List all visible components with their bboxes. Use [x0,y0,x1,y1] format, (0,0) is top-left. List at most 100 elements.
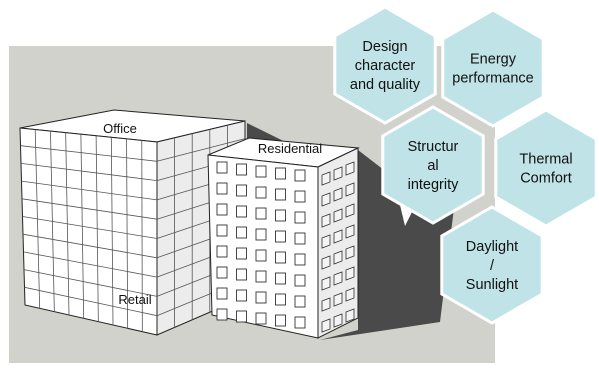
hexagon-label-line: Comfort [520,171,572,187]
residential-window-side [345,161,355,176]
residential-window-side [333,313,343,328]
residential-window [216,182,228,195]
hexagon-cluster: Design character and quality Energy performa… [333,5,598,325]
residential-window [216,224,228,237]
office-front-floor-line [23,251,158,278]
hexagon-label-line: Daylight [466,239,518,255]
residential-window [275,167,286,180]
residential-window [275,188,286,201]
office-grid [20,125,246,332]
office-front-floor-line [21,198,158,220]
residential-window [236,163,247,176]
hexagon-label-line: performance [452,71,533,87]
residential-window [216,287,228,300]
residential-window-side [321,234,331,249]
residential-window-side [333,187,343,202]
residential-window [236,268,247,281]
residential-window-side [321,318,331,333]
residential-window [275,293,286,306]
residential-window [236,247,247,260]
hexagon-shape [440,205,544,325]
residential-window-side [333,166,343,181]
hexagon-label-line: Design [362,39,407,55]
hexagon-label-line: / [490,258,495,274]
office-side-floor-line [156,138,246,162]
office-front-floor-line [24,286,158,317]
residential-window [294,295,306,308]
hexagon-label-line: Sunlight [466,277,518,293]
hexagon-label-line: character [355,58,416,74]
residential-window-side [321,171,331,186]
residential-window [236,226,247,239]
residential-window-side [345,308,355,323]
residential-window-side [345,224,355,239]
residential-window-side [333,250,343,265]
residential-window [275,272,286,285]
hexagon-label-line: Energy [470,52,517,68]
hexagon-daylight: Daylight / Sunlight [440,205,544,325]
office-front-floor-line [20,163,158,181]
residential-window [236,289,247,302]
residential-window-side [345,245,355,260]
office-front-floor-line [21,180,158,201]
residential-window-side [345,287,355,302]
residential-building: Residential [207,137,360,339]
residential-window [216,308,228,321]
office-front-floor-line [22,233,158,259]
residential-label: Residential [258,141,322,156]
residential-window [294,190,306,203]
residential-window [255,228,267,241]
office-front-floor-line [22,216,158,239]
residential-window [294,253,306,266]
residential-window [294,169,306,182]
residential-window [216,245,228,258]
hexagon-shape [494,108,598,228]
residential-window [236,205,247,218]
residential-window [255,312,267,325]
hexagon-design: Design character and quality [333,5,437,125]
residential-window-side [345,203,355,218]
hexagon-label-line: Thermal [519,152,572,168]
residential-window-side [321,213,331,228]
residential-window-side [333,292,343,307]
office-front-floor-line [20,145,158,162]
residential-window [275,251,286,264]
residential-window [294,211,306,224]
residential-window [275,209,286,222]
residential-window-side [333,271,343,286]
residential-window [216,203,228,216]
residential-window [255,165,267,178]
residential-window [294,316,306,329]
residential-windows [216,161,355,333]
hexagon-shape [381,105,485,225]
residential-window-side [345,266,355,281]
office-front-floor-line [23,269,158,297]
residential-window [294,232,306,245]
residential-window [236,310,247,323]
residential-window [216,266,228,279]
residential-window [236,184,247,197]
residential-window-side [333,208,343,223]
hexagon-label-line: and quality [350,77,421,93]
hexagon-label-line: integrity [408,177,460,193]
hexagon-shape [441,8,545,128]
residential-window [255,291,267,304]
residential-window [216,161,228,174]
hexagon-label-line: al [427,158,438,174]
residential-window-side [345,182,355,197]
office-label: Office [103,121,137,136]
hexagon-structural: Structur al integrity [381,105,485,225]
residential-window-side [321,192,331,207]
residential-window [255,270,267,283]
residential-window [275,314,286,327]
residential-window-side [321,276,331,291]
residential-window [294,274,306,287]
hexagon-label-line: Structur [408,139,459,155]
residential-window-side [333,229,343,244]
hexagon-energy: Energy performance [441,8,545,128]
residential-window [275,230,286,243]
residential-window [255,249,267,262]
residential-window [255,186,267,199]
